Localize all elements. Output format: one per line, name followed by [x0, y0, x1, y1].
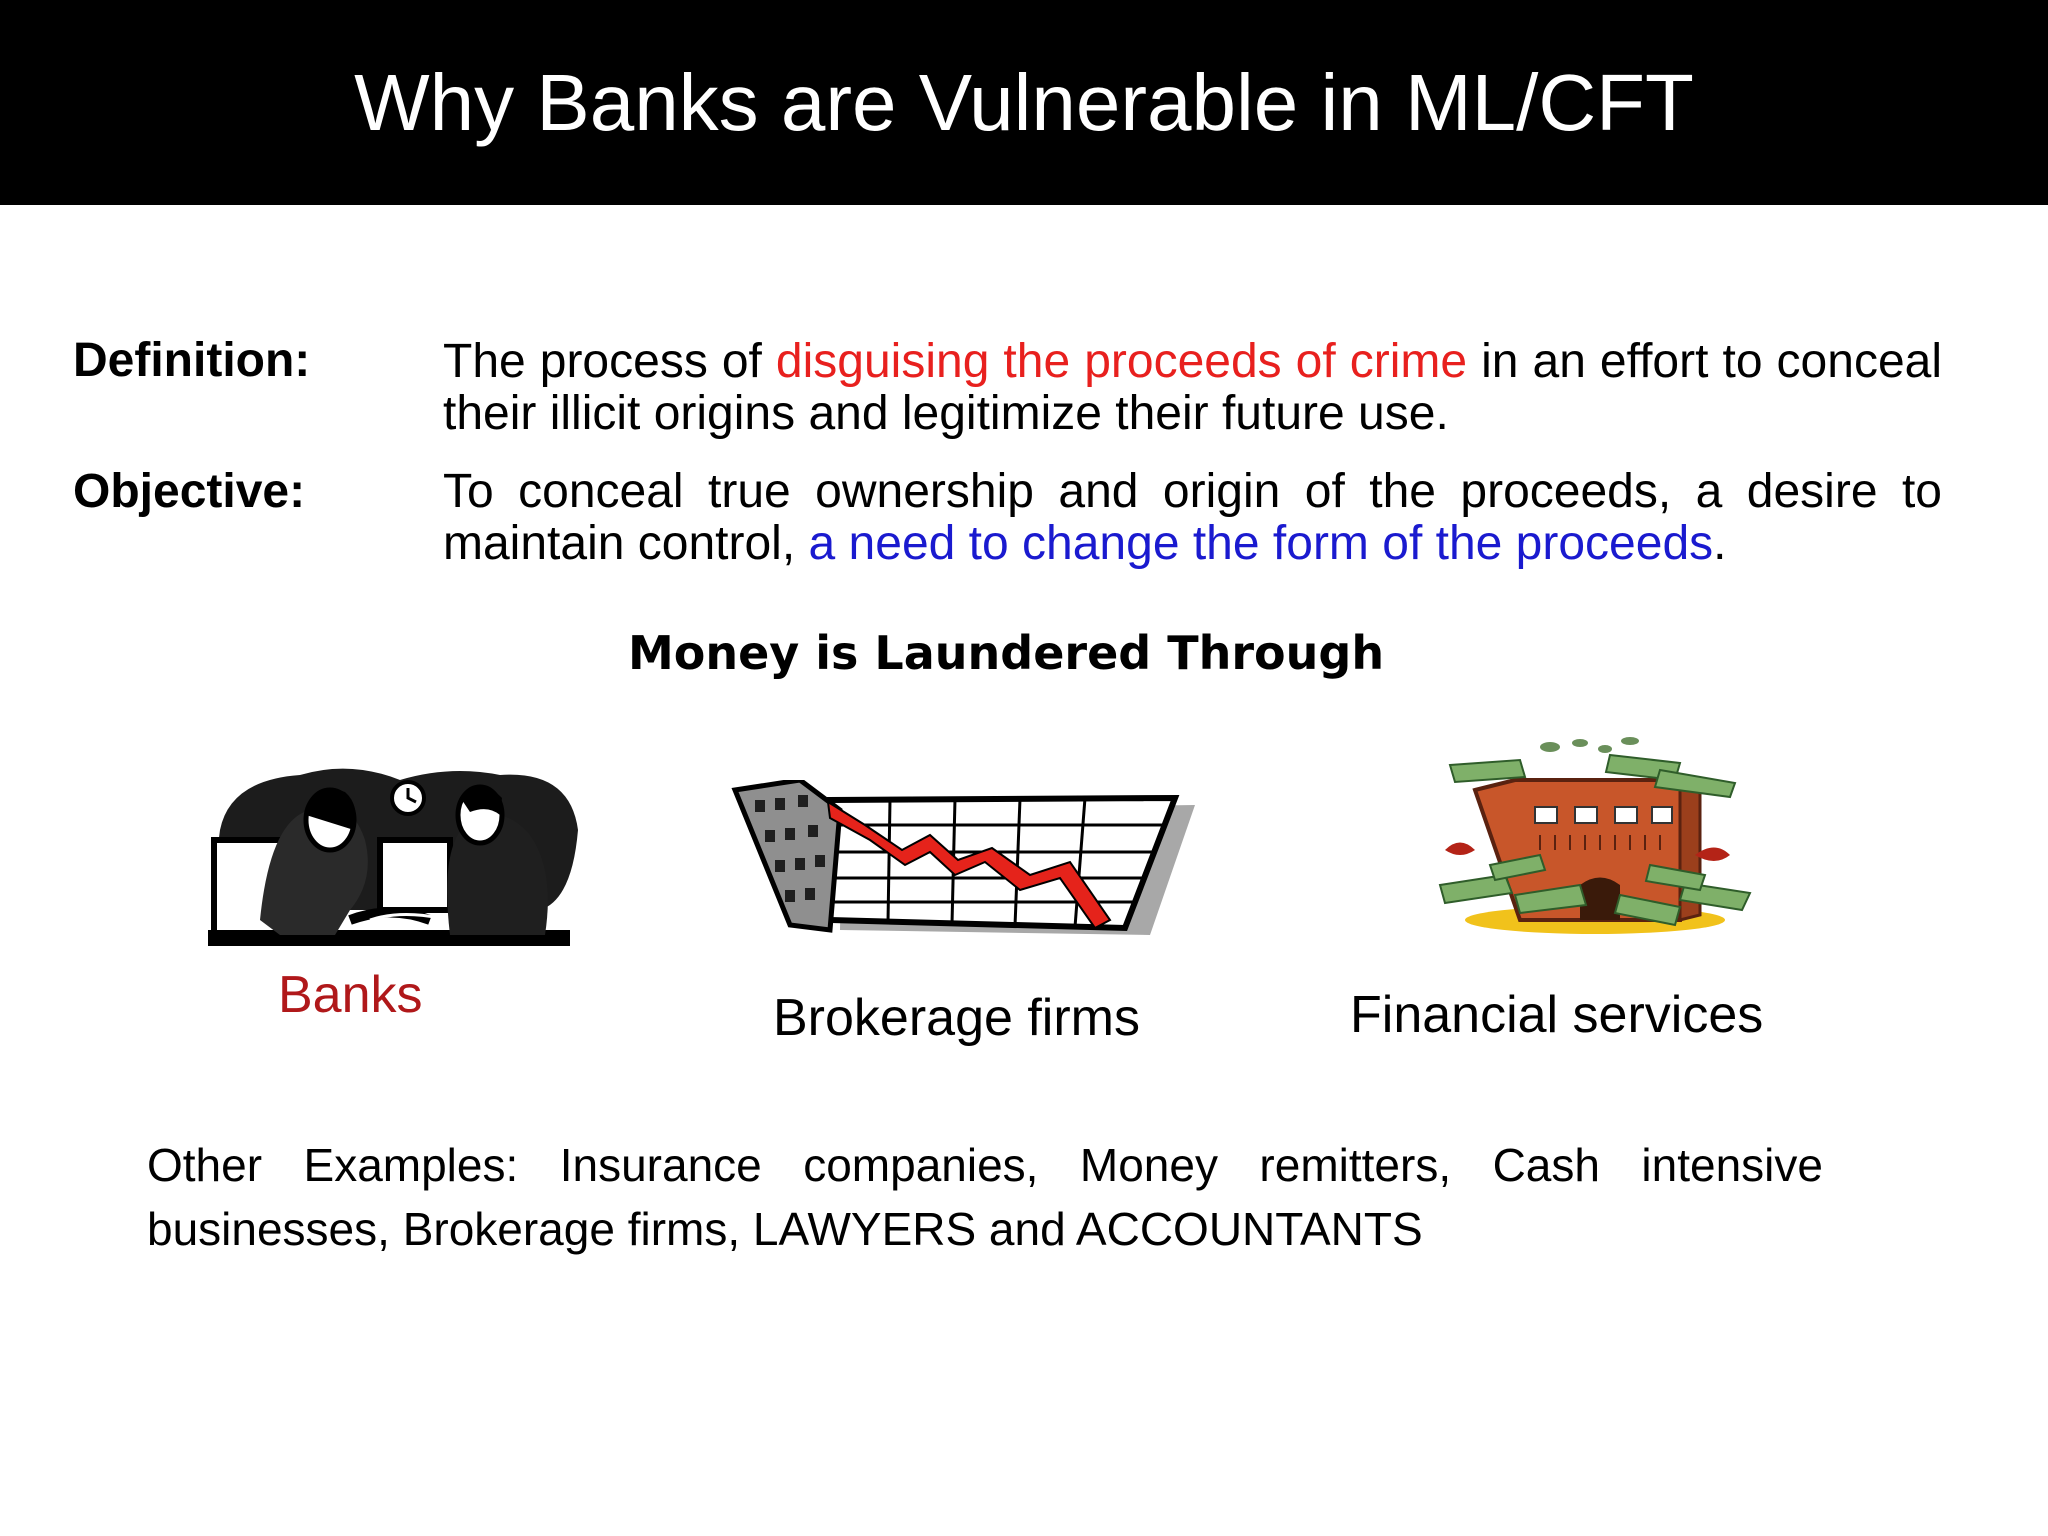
objective-text: To conceal true ownership and origin of …	[443, 466, 1942, 570]
definition-highlight: disguising the proceeds of crime	[775, 335, 1468, 388]
financial-services-label: Financial services	[1350, 986, 1764, 1044]
objective-text-start: To conceal true ownership and origin of …	[443, 465, 1942, 570]
brokerage-firms-label: Brokerage firms	[773, 989, 1140, 1047]
falling-stock-chart-clipart	[731, 780, 1195, 935]
banks-label: Banks	[278, 966, 423, 1024]
definition-text: The process of disguising the proceeds o…	[443, 336, 1942, 440]
bank-teller-clipart	[208, 768, 578, 946]
money-building-clipart	[1438, 737, 1752, 934]
definition-term: Definition:	[73, 334, 311, 387]
laundering-channels-heading: Money is Laundered Through	[627, 626, 1385, 680]
title-bar	[0, 0, 2048, 205]
other-examples-text: Other Examples: Insurance companies, Mon…	[147, 1139, 1823, 1255]
definition-text-start: The process of	[443, 335, 776, 388]
definition-text-end: in an effort to conceal their illicit or…	[443, 335, 1942, 440]
slide-title: Why Banks are Vulnerable in ML/CFT	[354, 58, 1694, 147]
objective-term: Objective:	[73, 465, 306, 518]
objective-highlight: a need to change the form of the proceed…	[808, 517, 1714, 570]
objective-text-end: .	[1713, 517, 1727, 570]
